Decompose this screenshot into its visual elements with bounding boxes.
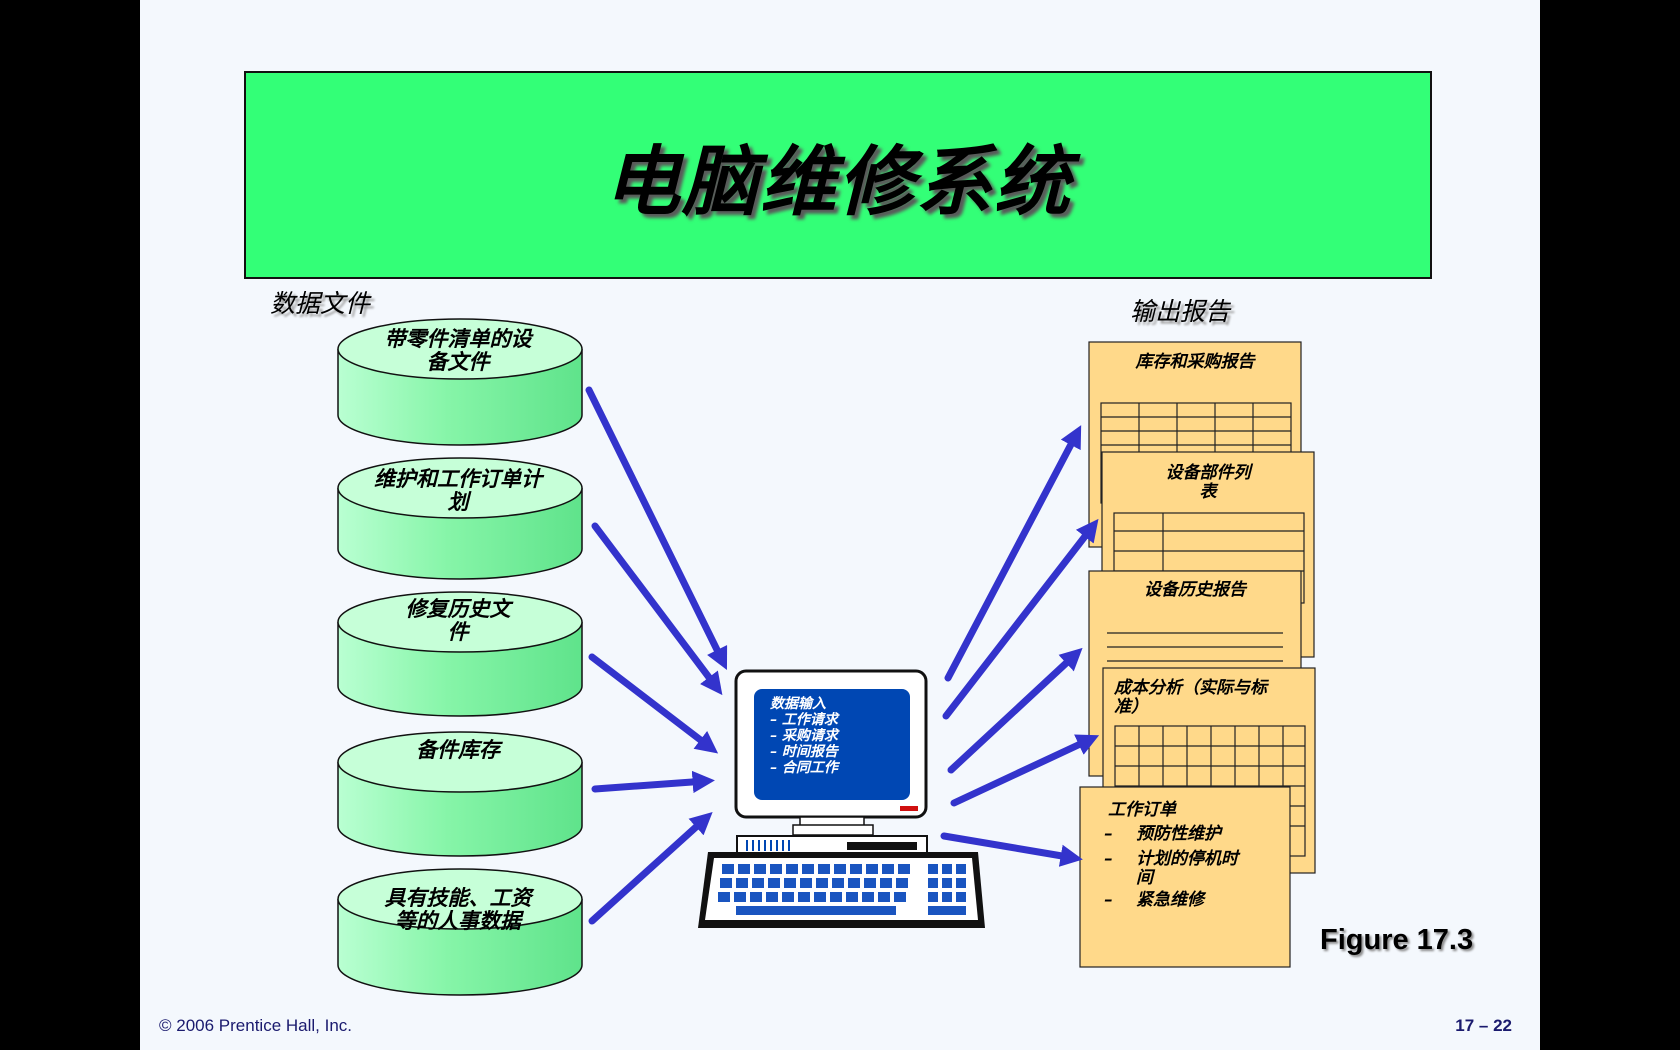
- work-order-item-text: 紧急维修: [1136, 890, 1204, 910]
- copyright-notice: © 2006 Prentice Hall, Inc.: [159, 1016, 353, 1035]
- data-file-label: 具有技能、工资 等的人事数据: [353, 886, 563, 932]
- data-file-label-line: 维护和工作订单计: [374, 466, 542, 491]
- arrow-icon: [940, 832, 1083, 867]
- arrow-icon: [947, 647, 1083, 774]
- slide-title: 电脑维修系统: [604, 137, 1072, 226]
- work-order-dash: –: [1104, 890, 1113, 910]
- data-file-label-line: 划: [447, 489, 469, 514]
- cost-analysis-title-line: 准）: [1114, 697, 1148, 717]
- equipment-parts-title: 设备部件列 表: [1102, 464, 1314, 502]
- database-cylinder-icon: [337, 457, 583, 580]
- screen-item: – 采购请求: [770, 728, 838, 744]
- arrow-icon: [942, 518, 1099, 720]
- equipment-parts-title-line: 设备部件列: [1165, 463, 1251, 483]
- data-file-label: 备件库存: [353, 738, 563, 761]
- work-order-item-line: 间: [1136, 868, 1153, 888]
- computer-terminal-icon: [698, 669, 985, 928]
- data-file-label-line: 件: [447, 619, 469, 644]
- data-file-label-line: 具有技能、工资: [384, 885, 532, 910]
- diagram-canvas: [337, 318, 1316, 996]
- data-file-label-line: 修复历史文: [405, 596, 511, 621]
- arrow-icon: [944, 425, 1082, 682]
- database-cylinder-icon: [337, 731, 583, 857]
- data-file-label: 维护和工作订单计 划: [353, 467, 563, 513]
- work-order-item-text: 预防性维护: [1136, 824, 1221, 844]
- data-file-label-line: 备文件: [426, 349, 490, 374]
- arrow-icon: [588, 811, 713, 925]
- report-document-icon: [1079, 786, 1291, 968]
- arrow-icon: [588, 653, 719, 754]
- work-order-title: 工作订单: [1108, 800, 1176, 820]
- data-files-heading: 数据文件: [270, 289, 371, 318]
- title-banner: 电脑维修系统: [244, 71, 1432, 279]
- work-order-item: –: [1104, 850, 1113, 869]
- database-cylinder-icon: [337, 318, 583, 446]
- inventory-report-title: 库存和采购报告: [1135, 352, 1255, 372]
- screen-heading: 数据输入: [770, 696, 826, 712]
- database-cylinder-icon: [337, 868, 583, 996]
- equipment-parts-title-line: 表: [1199, 482, 1217, 502]
- work-order-item: –: [1104, 825, 1113, 844]
- screen-item: – 工作请求: [770, 712, 838, 728]
- data-file-label-line: 备件库存: [416, 737, 500, 762]
- output-reports-heading: 输出报告: [1130, 297, 1231, 326]
- cost-analysis-title: 成本分析（实际与标 准）: [1114, 679, 1267, 717]
- page-number: 17 – 22: [1455, 1016, 1512, 1035]
- arrow-icon: [950, 734, 1100, 807]
- database-cylinder-icon: [337, 591, 583, 717]
- screen-item: – 合同工作: [770, 760, 838, 776]
- data-file-label-line: 等的人事数据: [395, 908, 521, 933]
- work-order-item-text: 计划的停机时 间: [1136, 850, 1238, 888]
- equipment-history-title: 设备历史报告: [1144, 580, 1246, 600]
- work-order-item-line: 计划的停机时: [1136, 849, 1238, 869]
- slide: 电脑维修系统 数据文件 输出报告: [140, 0, 1540, 1050]
- work-order-dash: –: [1104, 849, 1113, 869]
- data-file-label: 带零件清单的设 备文件: [353, 327, 563, 373]
- arrow-icon: [591, 770, 715, 794]
- arrow-icon: [591, 522, 723, 696]
- work-order-item: –: [1104, 891, 1113, 910]
- arrow-icon: [585, 386, 728, 671]
- screen-item: – 时间报告: [770, 744, 838, 760]
- work-order-dash: –: [1104, 824, 1113, 844]
- screen-content: 数据输入 – 工作请求 – 采购请求 – 时间报告 – 合同工作: [770, 696, 838, 776]
- cost-analysis-title-line: 成本分析（实际与标: [1114, 678, 1267, 698]
- data-file-label-line: 带零件清单的设: [384, 326, 532, 351]
- data-file-label: 修复历史文 件: [353, 597, 563, 643]
- figure-label: Figure 17.3: [1320, 924, 1474, 956]
